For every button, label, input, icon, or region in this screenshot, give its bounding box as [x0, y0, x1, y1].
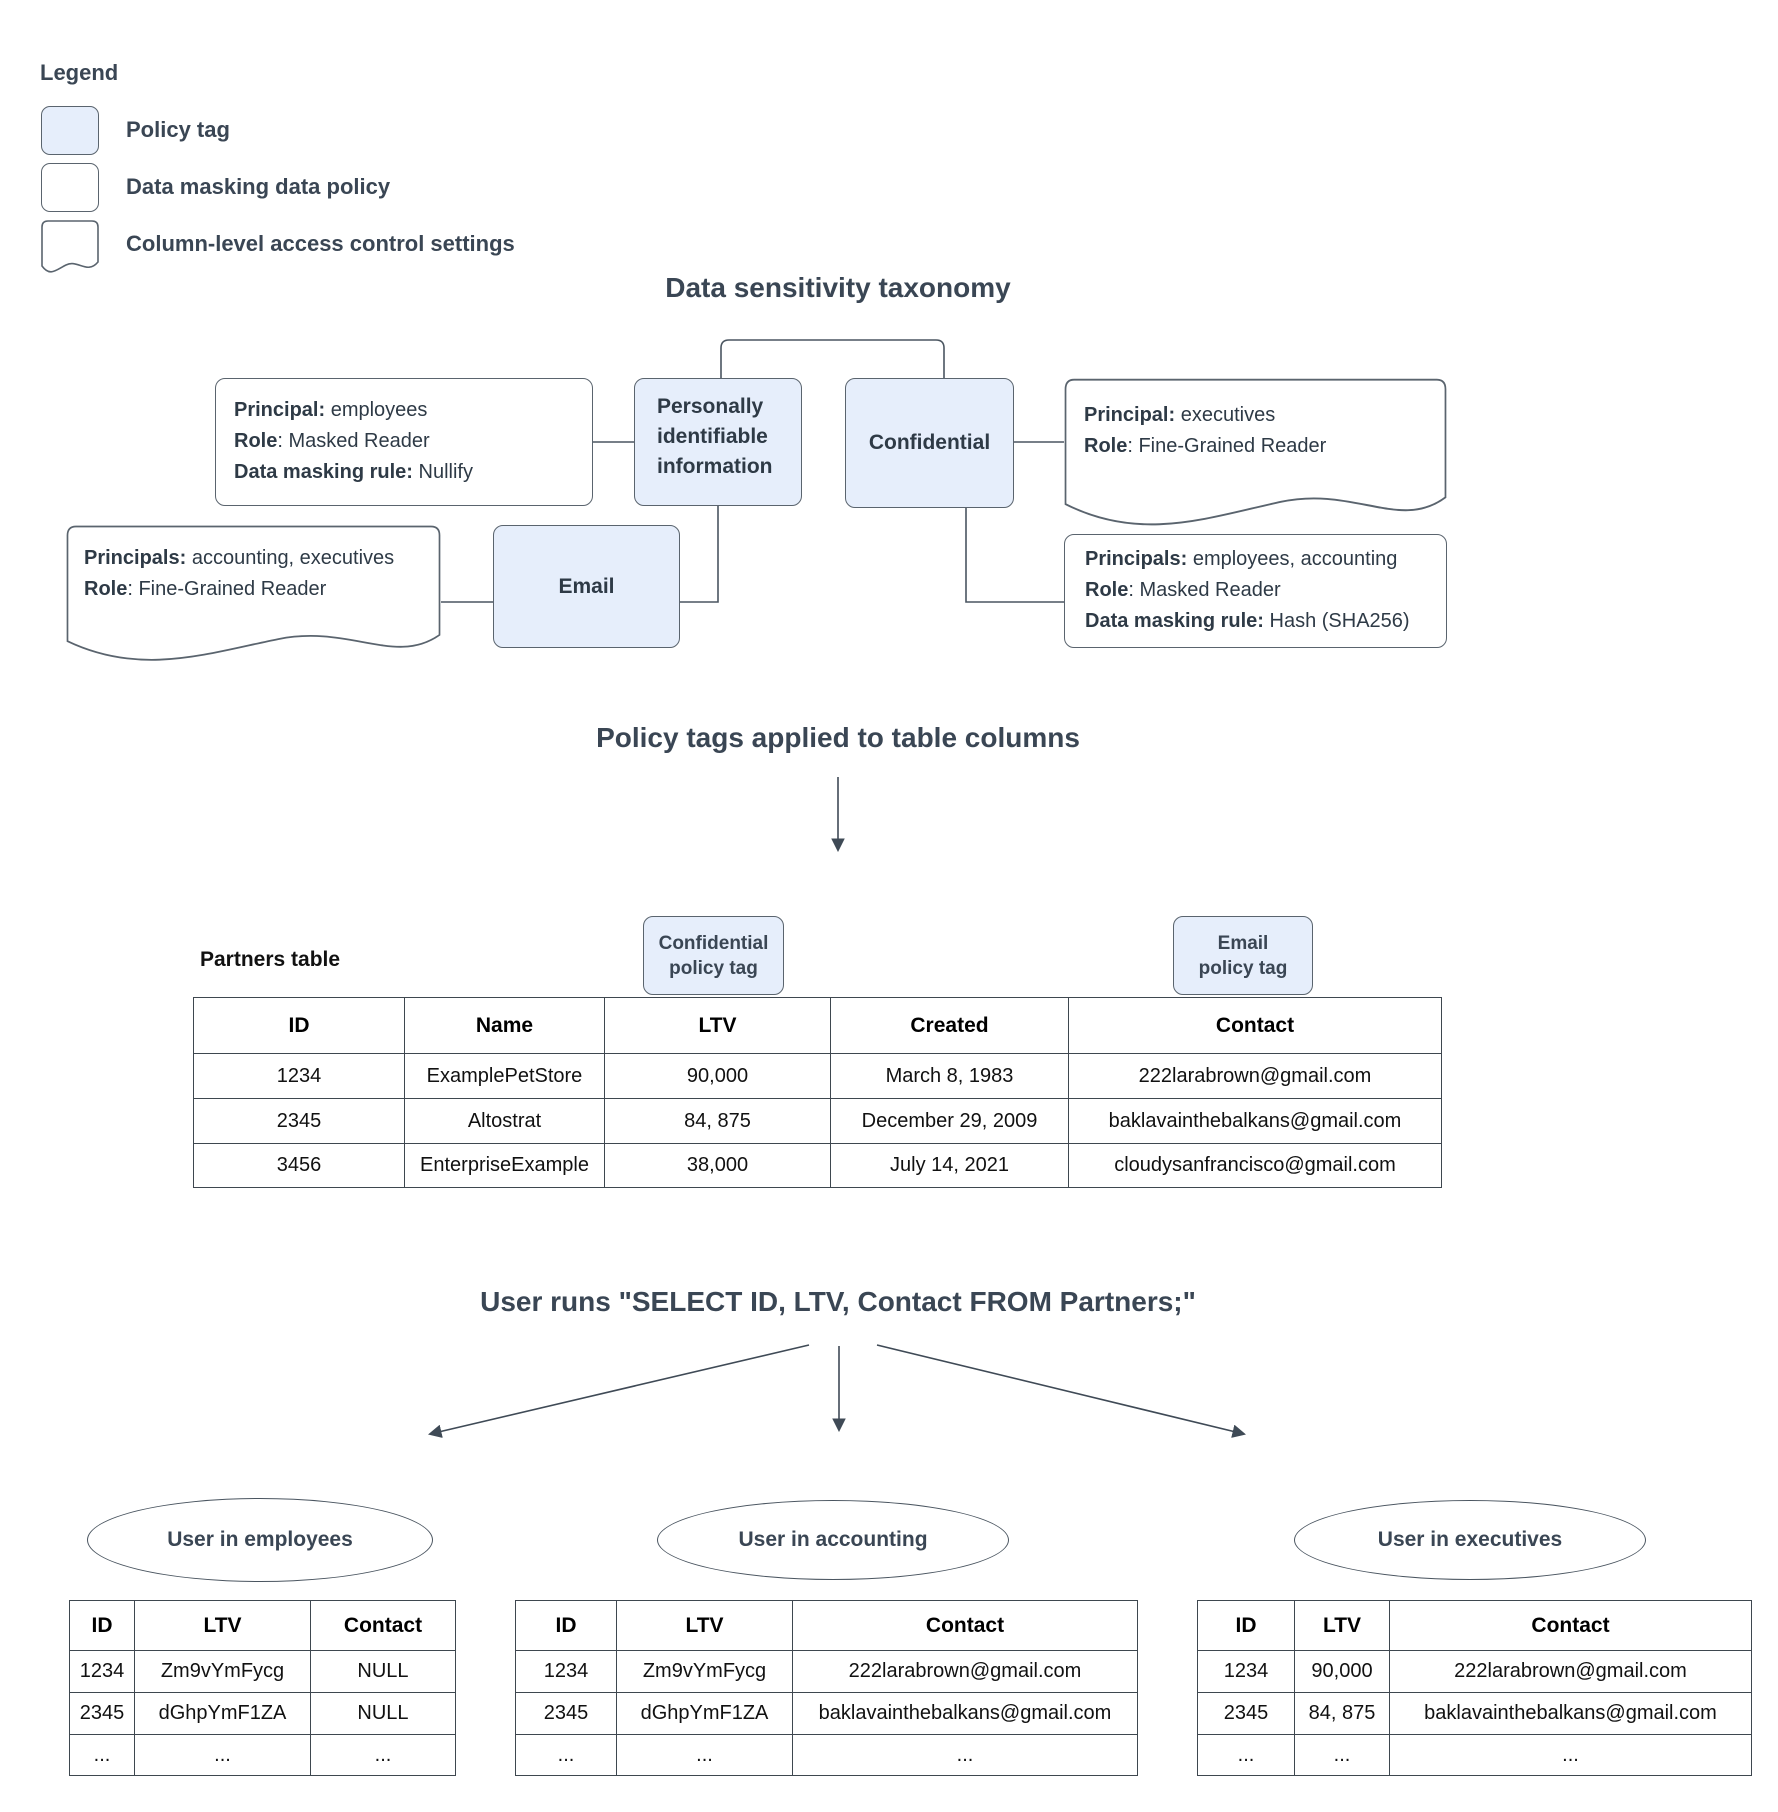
partners-table-label: Partners table — [200, 948, 341, 971]
col-header-contact: Contact — [1068, 997, 1442, 1054]
group-ellipse-executives: User in executives — [1294, 1500, 1646, 1580]
node-executives-access-settings: Principal: executives Role: Fine-Grained… — [1064, 378, 1447, 530]
policy-line: Principal: employees — [234, 399, 428, 421]
result-table-executives: ID LTV Contact 1234 90,000 222larabrown@… — [1197, 1600, 1752, 1776]
email-pii-connector — [680, 506, 719, 603]
policy-section-title: Policy tags applied to table columns — [596, 722, 1080, 753]
taxonomy-section-title: Data sensitivity taxonomy — [665, 272, 1011, 303]
confidential-policy-tag-callout: Confidential policy tag — [643, 916, 784, 995]
table-row: 1234 Zm9vYmFycg 222larabrown@gmail.com — [515, 1650, 1138, 1693]
table-row: 2345 84, 875 baklavainthebalkans@gmail.c… — [1197, 1692, 1752, 1735]
document-shape — [66, 525, 441, 661]
node-confidential-policy-tag: Confidential — [845, 378, 1014, 508]
policy-line: Role: Masked Reader — [1085, 579, 1281, 601]
legend-label-data-masking: Data masking data policy — [126, 174, 391, 199]
table-row: 3456 EnterpriseExample 38,000 July 14, 2… — [193, 1143, 1442, 1188]
node-email-policy-tag: Email — [493, 525, 680, 648]
confidential-policy-tag-label: Confidential — [868, 431, 991, 454]
col-header-ltv: LTV — [604, 997, 831, 1054]
table-row: 1234 90,000 222larabrown@gmail.com — [1197, 1650, 1752, 1693]
query-arrow-employees — [428, 1344, 810, 1438]
table-row: 2345 Altostrat 84, 875 December 29, 2009… — [193, 1098, 1442, 1144]
result-table-accounting: ID LTV Contact 1234 Zm9vYmFycg 222larabr… — [515, 1600, 1138, 1776]
table-header-row: ID LTV Contact — [515, 1600, 1138, 1651]
col-header-created: Created — [830, 997, 1069, 1054]
document-shape — [1064, 378, 1447, 526]
email-policy-tag-callout: Email policy tag — [1173, 916, 1313, 995]
pii-policy-tag-label: Personally identifiable information — [657, 395, 773, 478]
node-pii-policy-tag: Personally identifiable information — [634, 378, 802, 506]
table-row: ... ... ... — [515, 1734, 1138, 1776]
policy-line: Role: Fine-Grained Reader — [84, 578, 327, 600]
group-ellipse-accounting: User in accounting — [657, 1500, 1009, 1580]
policy-tag-swatch — [41, 106, 99, 155]
node-employees-masking-policy: Principal: employees Role: Masked Reader… — [215, 378, 593, 506]
table-row: ... ... ... — [69, 1734, 456, 1776]
policy-line: Data masking rule: Nullify — [234, 461, 473, 483]
legend-label-access-control: Column-level access control settings — [126, 231, 515, 256]
email-policy-tag-label: Email — [558, 574, 615, 598]
legend-title: Legend — [40, 60, 119, 85]
node-confidential-masking-policy: Principals: employees, accounting Role: … — [1064, 534, 1447, 648]
partners-table: ID Name LTV Created Contact 1234 Example… — [193, 997, 1442, 1188]
query-arrow-executives — [876, 1344, 1246, 1438]
document-shape-icon — [41, 220, 99, 273]
col-header-name: Name — [404, 997, 605, 1054]
table-header-row: ID Name LTV Created Contact — [193, 997, 1442, 1054]
table-row: 2345 dGhpYmF1ZA NULL — [69, 1692, 456, 1735]
table-header-row: ID LTV Contact — [1197, 1600, 1752, 1651]
policy-line: Role: Masked Reader — [234, 430, 430, 452]
policy-line: Principals: accounting, executives — [84, 547, 395, 569]
tree-bracket-connector — [720, 339, 945, 378]
table-row: 1234 Zm9vYmFycg NULL — [69, 1650, 456, 1693]
table-row: 1234 ExamplePetStore 90,000 March 8, 198… — [193, 1053, 1442, 1099]
policy-line: Principals: employees, accounting — [1085, 548, 1398, 570]
policy-line: Role: Fine-Grained Reader — [1084, 435, 1327, 457]
confidential-policy-connector — [965, 508, 1064, 603]
node-accounting-access-settings: Principals: accounting, executives Role:… — [66, 525, 441, 665]
policy-line: Data masking rule: Hash (SHA256) — [1085, 610, 1410, 632]
col-header-id: ID — [193, 997, 405, 1054]
table-header-row: ID LTV Contact — [69, 1600, 456, 1651]
query-section-title: User runs "SELECT ID, LTV, Contact FROM … — [480, 1286, 1196, 1317]
group-ellipse-employees: User in employees — [87, 1498, 433, 1582]
policy-line: Principal: executives — [1084, 404, 1276, 426]
legend-label-policy-tag: Policy tag — [126, 117, 230, 142]
table-row: 2345 dGhpYmF1ZA baklavainthebalkans@gmai… — [515, 1692, 1138, 1735]
result-table-employees: ID LTV Contact 1234 Zm9vYmFycg NULL 2345… — [69, 1600, 456, 1776]
access-control-swatch — [41, 220, 99, 276]
table-row: ... ... ... — [1197, 1734, 1752, 1776]
data-masking-policy-swatch — [41, 163, 99, 212]
